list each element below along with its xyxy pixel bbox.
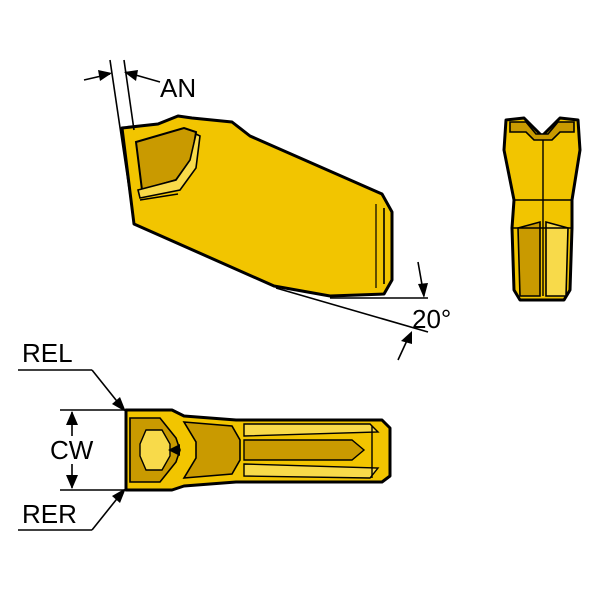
top-view-head-light	[139, 429, 171, 471]
end-view-top-groove	[509, 121, 575, 141]
insert-side-view	[120, 114, 394, 298]
side-view-chipformer	[137, 132, 201, 199]
an-arrow-right	[124, 70, 138, 81]
end-view-body	[502, 116, 582, 302]
end-view-lower-shade	[517, 220, 541, 297]
angle-label: 20°	[412, 304, 451, 334]
rel-leader: REL	[18, 338, 126, 412]
rer-label: RER	[22, 499, 77, 529]
cw-dimension: CW	[50, 409, 124, 491]
insert-top-view	[124, 408, 392, 492]
cw-arrow-top	[66, 411, 78, 425]
an-arrow-left	[98, 70, 112, 81]
an-reference-line-1	[109, 59, 135, 223]
angle-arrow-top	[418, 283, 428, 298]
end-view-lower-light	[545, 220, 569, 297]
cw-arrow-bottom	[66, 475, 78, 489]
rel-label: REL	[22, 338, 73, 368]
insert-end-view	[502, 116, 582, 302]
rer-arrow	[112, 488, 126, 503]
an-reference-line-2	[123, 59, 135, 131]
angle-arrow-bottom	[401, 331, 412, 344]
top-view-rail-upper	[243, 423, 380, 437]
rel-arrow	[112, 397, 126, 412]
top-view-cutting-point	[168, 444, 180, 456]
top-view-rail-lower	[243, 463, 380, 479]
angle-dimension: 20°	[275, 261, 451, 361]
an-dimension: AN	[83, 59, 196, 223]
top-view-neck	[182, 421, 241, 479]
an-label: AN	[160, 73, 196, 103]
cw-label: CW	[50, 435, 94, 465]
top-view-rail-middle	[243, 439, 366, 461]
angle-slope-ref	[275, 287, 429, 333]
side-view-edge-line	[139, 193, 179, 201]
rer-leader: RER	[18, 488, 126, 531]
